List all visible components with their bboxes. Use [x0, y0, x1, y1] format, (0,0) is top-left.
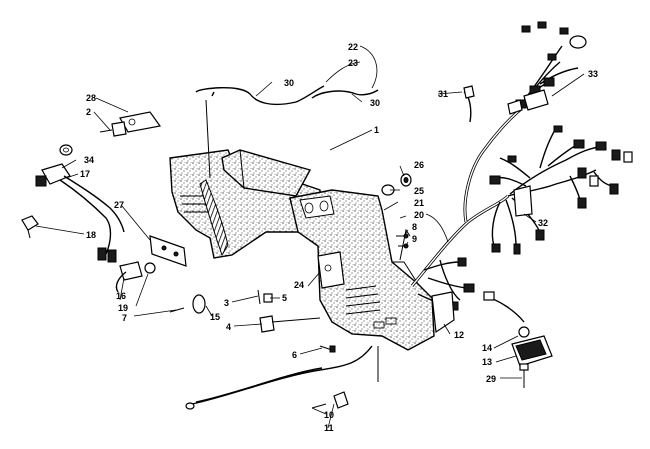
- callout-3: 3: [224, 298, 229, 308]
- callout-26: 26: [414, 160, 424, 170]
- gauge-bezel: [381, 173, 412, 196]
- callout-16: 16: [116, 291, 126, 301]
- harness-clip: [463, 85, 475, 123]
- callout-28: 28: [86, 93, 96, 103]
- main-connector: [507, 89, 549, 115]
- callout-labels: 1 2 3 4 5 6 7 8 9 10 11 12 13 14 15 16 1…: [80, 42, 598, 433]
- callout-22: 22: [348, 42, 358, 52]
- kill-switch: [35, 163, 125, 263]
- ignition-switch: [99, 111, 162, 137]
- callout-10: 10: [324, 410, 334, 420]
- callout-9: 9: [412, 234, 417, 244]
- callout-1: 1: [374, 125, 379, 135]
- mounting-bracket: [149, 235, 187, 267]
- callout-8: 8: [412, 222, 417, 232]
- wire-clip: [21, 215, 39, 239]
- regulator-bolt: [519, 363, 529, 388]
- callout-12: 12: [454, 330, 464, 340]
- mounting-screw: [319, 345, 336, 353]
- callout-25: 25: [414, 186, 424, 196]
- callout-29: 29: [486, 374, 496, 384]
- callout-11: 11: [324, 423, 334, 433]
- callout-21: 21: [414, 198, 424, 208]
- callout-34: 34: [84, 155, 94, 165]
- mounting-plate: [317, 251, 345, 289]
- voltage-regulator: [511, 326, 553, 367]
- grommet: [59, 144, 73, 156]
- callout-24: 24: [294, 280, 304, 290]
- callout-4: 4: [226, 322, 231, 332]
- harness-connectors: [431, 21, 633, 334]
- indicator-lens: [192, 294, 206, 314]
- throttle-cable: [195, 85, 379, 179]
- callout-30-right: 30: [370, 98, 380, 108]
- callout-6: 6: [292, 350, 297, 360]
- ground-cable: [185, 345, 373, 410]
- wiring-harness: [410, 45, 613, 323]
- callout-20: 20: [414, 210, 424, 220]
- callout-33: 33: [588, 69, 598, 79]
- callout-23: 23: [348, 58, 358, 68]
- callout-18: 18: [86, 230, 96, 240]
- callout-31: 31: [438, 89, 448, 99]
- bracket-hardware: [257, 289, 321, 333]
- ground-terminal: [311, 391, 349, 409]
- console-housing: [169, 149, 435, 351]
- light-socket: [115, 261, 156, 293]
- callout-7: 7: [122, 313, 127, 323]
- callout-5: 5: [282, 293, 287, 303]
- callout-27: 27: [114, 200, 124, 210]
- callout-32: 32: [538, 218, 548, 228]
- callout-19: 19: [118, 303, 128, 313]
- leader-lines: [35, 45, 585, 429]
- callout-30-left: 30: [284, 78, 294, 88]
- callout-15: 15: [210, 312, 220, 322]
- callout-13: 13: [482, 357, 492, 367]
- callout-17: 17: [80, 169, 90, 179]
- callout-14: 14: [482, 343, 492, 353]
- screw: [169, 307, 185, 313]
- callout-2: 2: [86, 107, 91, 117]
